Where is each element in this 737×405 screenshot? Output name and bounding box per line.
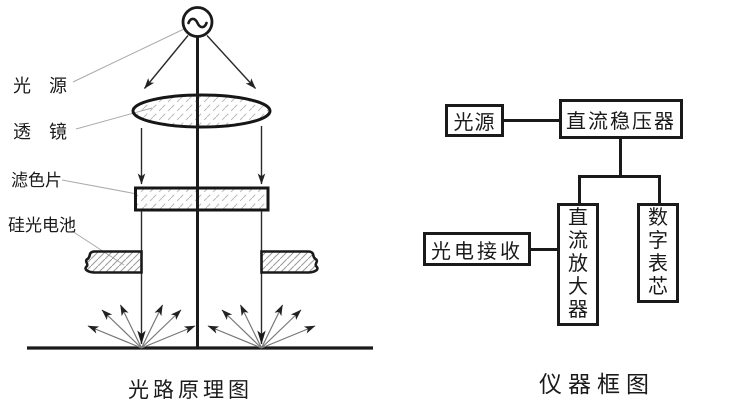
label-filter: 滤色片 [11,171,62,190]
source-rays [143,35,257,89]
connector-source-regulator [504,119,559,122]
scatter-fan-left [87,304,196,349]
leader-lines [61,28,185,266]
right-diagram-caption: 仪器框图 [539,372,655,397]
filter-shape [134,186,270,212]
label-lens: 透 镜 [13,122,67,142]
scatter-ray [87,325,142,349]
scatter-ray [140,304,164,349]
box-digital-meter: 数字表芯 [637,203,679,303]
box-dc-amplifier: 直流放大器 [557,203,599,326]
scatter-ray [261,309,302,349]
leader-line-filter [61,179,138,195]
ray-left [143,35,189,89]
lens-shape [131,93,272,129]
left-diagram-caption: 光路原理图 [128,378,253,402]
lens-filter-rays [137,126,266,185]
scatter-ray [141,309,182,349]
label-photocell: 硅光电池 [8,216,76,235]
connector-drop-amplifier [578,175,581,203]
scatter-ray [221,309,262,349]
box-light-source: 光源 [445,104,504,137]
box-dc-amplifier-label: 直流放大器 [568,207,588,321]
photocell-left [84,250,143,274]
scatter-ray [260,304,284,349]
connector-regulator-down [619,139,622,178]
scatter-ray [101,309,142,349]
light-columns [137,211,266,345]
label-light-source: 光 源 [13,76,67,96]
scatter-ray [261,325,316,349]
scatter-ray [141,325,196,349]
photocell-right [260,250,319,274]
box-digital-meter-label: 数字表芯 [648,207,668,298]
connector-receiver-amplifier [531,248,557,251]
box-photo-receiver: 光电接收 [423,232,531,266]
box-dc-regulator: 直流稳压器 [559,99,683,139]
scatter-fan-right [207,304,316,349]
scatter-ray [207,325,262,349]
optical-path-diagram [27,6,373,350]
leader-line-light-source [72,28,185,83]
connector-drop-meter [658,175,661,203]
ray-right [206,35,257,89]
scatter-ray [239,304,263,349]
scatter-ray [119,304,143,349]
connector-t-bar [578,175,661,178]
ac-source-symbol-icon [187,17,208,29]
